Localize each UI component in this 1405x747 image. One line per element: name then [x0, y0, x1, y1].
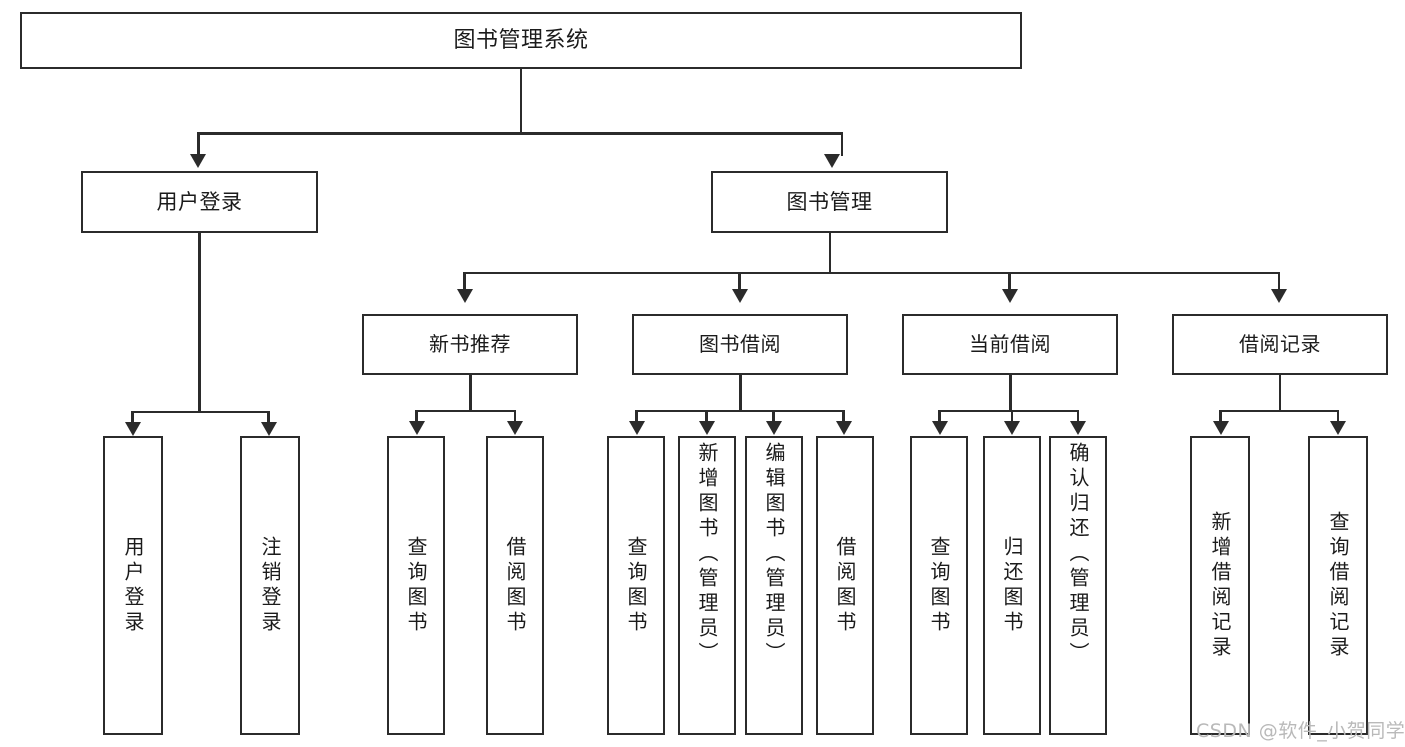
arrowhead-recommend-leaf-1: [408, 421, 425, 435]
arrowhead-current-leaf-3: [1070, 421, 1086, 435]
node-user-login[interactable]: 用户登录: [81, 171, 318, 233]
connector-record-drop-1: [1219, 409, 1222, 424]
connector-record-stem: [1278, 375, 1281, 411]
leaf-label: 查询借阅记录: [1326, 510, 1350, 661]
leaf-label: 查询图书: [927, 535, 951, 636]
leaf-borrow-book-recommend[interactable]: 借阅图书: [486, 436, 544, 735]
connector-borrow-bus: [635, 409, 844, 412]
node-new-book-recommend[interactable]: 新书推荐: [362, 314, 578, 375]
leaf-label: 新增借阅记录: [1208, 510, 1232, 661]
connector-book-management-stem: [828, 233, 831, 273]
leaf-label: 注销登录: [258, 535, 282, 636]
arrowhead-current-leaf-1: [931, 421, 948, 435]
connector-root-bus: [197, 132, 843, 135]
node-borrow-record[interactable]: 借阅记录: [1172, 314, 1388, 375]
arrowhead-borrow-leaf-2: [698, 421, 715, 435]
leaf-borrow-book[interactable]: 借阅图书: [816, 436, 874, 735]
leaf-label: 查询图书: [624, 535, 648, 636]
connector-l3-drop-2: [738, 271, 741, 292]
connector-user-login-drop-2: [267, 410, 270, 425]
leaf-logout[interactable]: 注销登录: [240, 436, 300, 735]
connector-current-bus: [938, 409, 1079, 412]
arrowhead-to-book-borrow: [731, 289, 748, 303]
leaf-query-book-recommend[interactable]: 查询图书: [387, 436, 445, 735]
connector-borrow-drop-4: [842, 409, 845, 424]
connector-recommend-drop-2: [513, 409, 516, 424]
connector-recommend-bus: [415, 409, 516, 412]
node-label: 新书推荐: [429, 332, 511, 356]
leaf-add-book-admin[interactable]: 新增图书（管理员）: [678, 436, 736, 735]
connector-recommend-stem: [469, 375, 472, 411]
connector-l3-drop-1: [463, 271, 466, 292]
connector-l3-drop-4: [1277, 271, 1280, 292]
leaf-add-borrow-record[interactable]: 新增借阅记录: [1190, 436, 1250, 735]
connector-record-drop-2: [1336, 409, 1339, 424]
node-label: 图书借阅: [699, 332, 781, 356]
node-label: 图书管理: [786, 189, 873, 214]
leaf-edit-book-admin[interactable]: 编辑图书（管理员）: [745, 436, 803, 735]
node-label: 图书管理系统: [453, 27, 589, 53]
leaf-label: 新增图书（管理员）: [695, 442, 719, 667]
arrowhead-to-borrow-record: [1271, 289, 1287, 303]
arrowhead-to-leaf-logout: [261, 422, 277, 436]
leaf-query-book-borrow[interactable]: 查询图书: [607, 436, 665, 735]
leaf-label: 编辑图书（管理员）: [762, 442, 786, 667]
connector-current-stem: [1009, 375, 1012, 411]
node-current-borrow[interactable]: 当前借阅: [902, 314, 1118, 375]
leaf-label: 借阅图书: [503, 535, 527, 636]
leaf-label: 归还图书: [1000, 535, 1024, 636]
connector-current-drop-3: [1076, 409, 1079, 424]
leaf-query-borrow-record[interactable]: 查询借阅记录: [1308, 436, 1368, 735]
arrowhead-to-current-borrow: [1001, 289, 1018, 303]
arrowhead-current-leaf-2: [1004, 421, 1020, 435]
node-book-management[interactable]: 图书管理: [711, 171, 948, 233]
connector-borrow-drop-1: [635, 409, 638, 424]
arrowhead-to-book-management: [823, 154, 840, 168]
arrowhead-borrow-leaf-1: [628, 421, 645, 435]
connector-record-bus: [1219, 409, 1339, 412]
arrowhead-to-leaf-user-login: [124, 422, 141, 436]
node-label: 当前借阅: [969, 332, 1051, 356]
csdn-watermark: CSDN @软件_小贺同学: [1196, 720, 1405, 742]
connector-user-login-stem: [198, 233, 201, 413]
arrowhead-to-new-book-recommend: [456, 289, 473, 303]
connector-borrow-drop-2: [705, 409, 708, 424]
connector-recommend-drop-1: [415, 409, 418, 424]
connector-user-login-bus: [131, 410, 268, 413]
arrowhead-recommend-leaf-2: [507, 421, 523, 435]
connector-root-drop-left: [197, 132, 200, 156]
connector-book-management-bus: [463, 271, 1280, 274]
leaf-user-login[interactable]: 用户登录: [103, 436, 163, 735]
arrowhead-borrow-leaf-3: [765, 421, 782, 435]
node-book-borrow[interactable]: 图书借阅: [632, 314, 848, 375]
leaf-return-book[interactable]: 归还图书: [983, 436, 1041, 735]
arrowhead-record-leaf-2: [1330, 421, 1346, 435]
connector-user-login-drop-1: [131, 410, 134, 425]
connector-borrow-drop-3: [772, 409, 775, 424]
connector-current-drop-1: [938, 409, 941, 424]
arrowhead-to-user-login: [190, 154, 206, 168]
node-label: 用户登录: [156, 189, 243, 214]
node-root-book-management-system[interactable]: 图书管理系统: [20, 12, 1022, 69]
arrowhead-borrow-leaf-4: [835, 421, 852, 435]
connector-root-drop-right: [840, 132, 843, 156]
leaf-query-book-current[interactable]: 查询图书: [910, 436, 968, 735]
leaf-label: 查询图书: [404, 535, 428, 636]
connector-current-drop-2: [1010, 409, 1013, 424]
leaf-label: 用户登录: [121, 535, 145, 636]
connector-l3-drop-3: [1008, 271, 1011, 292]
arrowhead-record-leaf-1: [1212, 421, 1229, 435]
connector-borrow-stem: [739, 375, 742, 411]
connector-root-stem: [519, 69, 522, 134]
leaf-confirm-return-admin[interactable]: 确认归还（管理员）: [1049, 436, 1107, 735]
node-label: 借阅记录: [1239, 332, 1321, 356]
leaf-label: 借阅图书: [833, 535, 857, 636]
leaf-label: 确认归还（管理员）: [1066, 442, 1090, 667]
